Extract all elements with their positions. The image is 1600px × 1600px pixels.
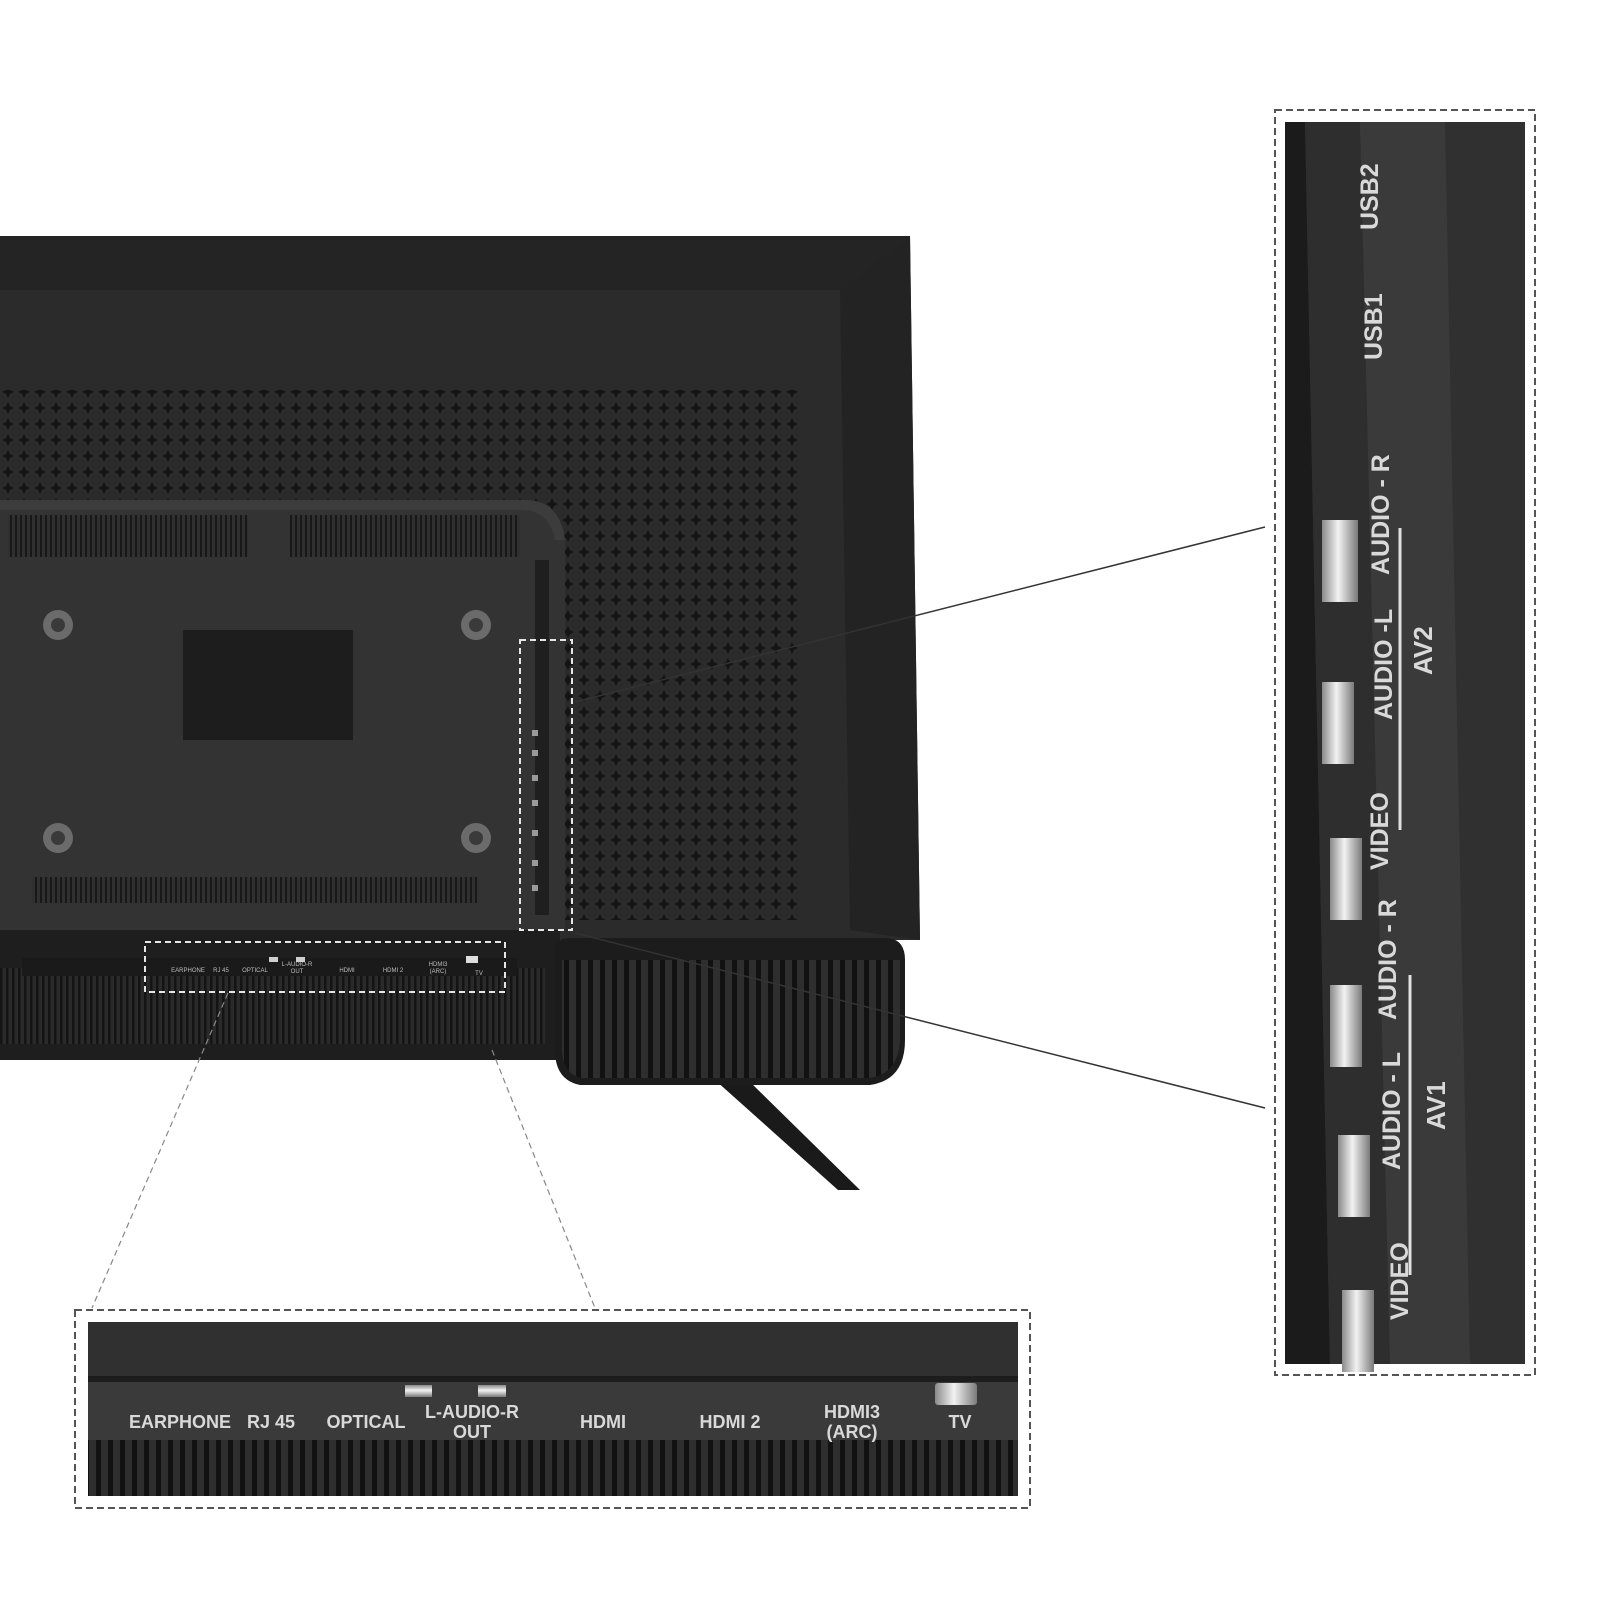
tv-antenna-jack [935, 1383, 977, 1405]
mini-jack [269, 957, 278, 962]
mount-screw [461, 823, 491, 853]
mini-port-label-hdmi: HDMI [339, 968, 355, 974]
bottom-port-label-optical: OPTICAL [327, 1412, 406, 1432]
mini-port-label-l-audio-r: L-AUDIO-R [282, 962, 313, 968]
bottom-port-label-tv: TV [948, 1412, 971, 1432]
mini-port-label-optical: OPTICAL [242, 968, 268, 974]
mount-screw [43, 823, 73, 853]
mini-side-jacks [532, 730, 538, 891]
mount-screw [461, 610, 491, 640]
bottom-port-label-hdmi3-line2: (ARC) [827, 1422, 878, 1442]
side-port-label-audio-l: AUDIO -L [1370, 609, 1398, 720]
rear-base [0, 920, 560, 1060]
mini-port-label-arc: (ARC) [430, 969, 447, 975]
mount-screw [43, 610, 73, 640]
ribbed-foot [555, 938, 905, 1085]
side-port-label-usb2: USB2 [1356, 163, 1384, 230]
side-port-label-usb1: USB1 [1360, 293, 1388, 360]
side-port-label-audio-r: AUDIO - R [1367, 454, 1395, 575]
mini-port-label-hdmi3: HDMI3 [429, 962, 448, 968]
bottom-port-label-l-audio-r-line2: OUT [453, 1422, 491, 1442]
mini-port-label-hdmi-2: HDMI 2 [383, 968, 404, 974]
bottom-port-label-rj-45: RJ 45 [247, 1412, 295, 1432]
optical-jack [405, 1385, 432, 1397]
side-port-label-video: VIDEO [1366, 792, 1394, 870]
leader-lines [91, 526, 1266, 1309]
side-port-label-av1: AV1 [1421, 1081, 1451, 1130]
mini-port-label-out: OUT [291, 969, 304, 975]
bottom-port-label-hdmi-2: HDMI 2 [699, 1412, 760, 1432]
side-focus-box [519, 639, 573, 931]
bottom-port-label-hdmi3: HDMI3 [824, 1402, 880, 1422]
bottom-port-label-l-audio-r: L-AUDIO-R [425, 1402, 519, 1422]
mini-jack [466, 956, 478, 963]
label-plate [183, 630, 353, 740]
side-port-label-audio-l: AUDIO - L [1378, 1052, 1406, 1170]
mini-jack [296, 957, 305, 962]
side-port-label-video: VIDEO [1386, 1242, 1414, 1320]
side-jacks [1322, 520, 1374, 1372]
mini-port-label-tv: TV [475, 971, 483, 977]
mini-port-label-rj-45: RJ 45 [213, 968, 229, 974]
bottom-focus-box [144, 941, 506, 993]
bottom-port-label-earphone: EARPHONE [129, 1412, 231, 1432]
side-port-label-av2: AV2 [1408, 626, 1438, 675]
side-port-label-audio-r: AUDIO - R [1374, 899, 1402, 1020]
mini-port-label-earphone: EARPHONE [171, 968, 205, 974]
stand-leg [715, 1080, 860, 1190]
bottom-port-label-hdmi: HDMI [580, 1412, 626, 1432]
audio-out-jack [478, 1385, 506, 1397]
